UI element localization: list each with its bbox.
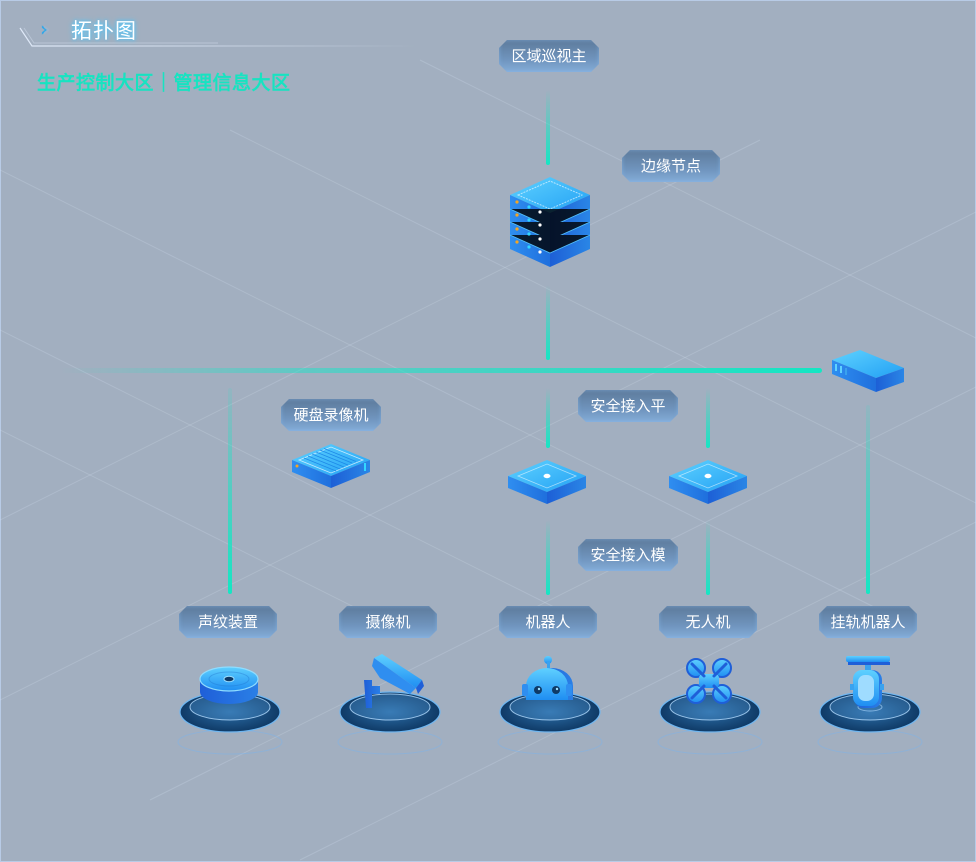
link-bus-to-platform-1: [546, 388, 550, 448]
network-bus-line: [60, 368, 822, 373]
link-host-to-edge: [546, 90, 550, 165]
access-platform-icon-2[interactable]: [667, 458, 749, 506]
link-edge-to-bus: [546, 285, 550, 360]
nvr-icon[interactable]: [290, 442, 372, 492]
node-label-access-module: 安全接入模块: [578, 539, 678, 571]
access-platform-icon-1[interactable]: [506, 458, 588, 506]
device-label-drone: 无人机: [659, 606, 757, 638]
network-switch-icon[interactable]: [830, 350, 906, 394]
zone-labels: 生产控制大区｜管理信息大区: [37, 72, 291, 94]
link-bus-to-voiceprint: [228, 388, 232, 594]
server-icon[interactable]: [505, 175, 595, 271]
camera-icon[interactable]: [332, 650, 448, 760]
link-module-to-robot: [546, 520, 550, 595]
robot-icon[interactable]: [492, 650, 608, 760]
link-module-to-drone: [706, 520, 710, 595]
node-label-access-platform: 安全接入平台: [578, 390, 678, 422]
chevron-right-icon: ››: [40, 17, 51, 41]
node-label-area-host: 区域巡视主机: [499, 40, 599, 72]
device-label-rail-robot: 挂轨机器人: [819, 606, 917, 638]
link-bus-to-platform-2: [706, 388, 710, 448]
voiceprint-device-icon[interactable]: [172, 650, 288, 760]
rail-robot-icon[interactable]: [812, 650, 928, 760]
link-switch-to-rail-robot: [866, 405, 870, 594]
page-title: 拓扑图: [71, 19, 137, 43]
device-label-voiceprint: 声纹装置: [179, 606, 277, 638]
drone-icon[interactable]: [652, 650, 768, 760]
node-label-nvr: 硬盘录像机: [281, 399, 381, 431]
header-underline: [19, 27, 418, 47]
panel-header: ›› 拓扑图: [18, 12, 418, 52]
device-label-robot: 机器人: [499, 606, 597, 638]
node-label-edge-node: 边缘节点: [622, 150, 720, 182]
device-label-camera: 摄像机: [339, 606, 437, 638]
